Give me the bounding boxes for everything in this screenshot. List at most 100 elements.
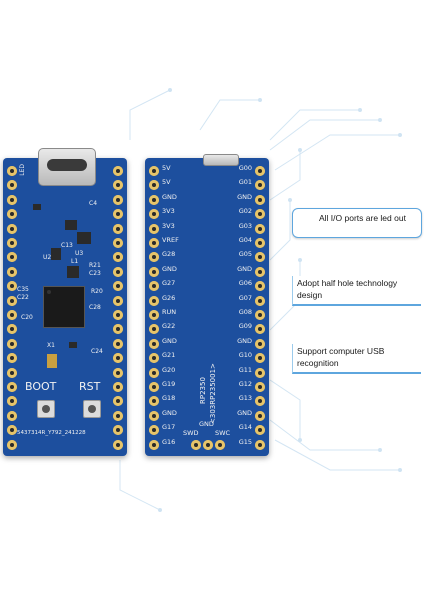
castellated-pad bbox=[7, 266, 17, 277]
castellated-pad bbox=[255, 223, 265, 234]
castellated-pad bbox=[113, 223, 123, 234]
pin-label: 3V3 bbox=[162, 221, 175, 230]
castellated-pad bbox=[255, 180, 265, 191]
castellated-pad bbox=[113, 410, 123, 421]
pin-label: VREF bbox=[162, 236, 179, 244]
pin-label: GND bbox=[162, 192, 177, 201]
pin-label: G05 bbox=[238, 250, 252, 259]
castellated-pad bbox=[255, 425, 265, 436]
castellated-pad bbox=[7, 166, 17, 176]
rst-label: RST bbox=[79, 380, 101, 393]
pin-label: 5V bbox=[162, 178, 171, 187]
callout-usb-recognition-text: Support computer USB recognition bbox=[297, 346, 385, 368]
castellated-pad bbox=[113, 324, 123, 335]
pin-label: G26 bbox=[162, 293, 176, 302]
castellated-pad bbox=[255, 439, 265, 450]
bottom-swc-label: SWC bbox=[215, 429, 231, 437]
castellated-pad bbox=[255, 252, 265, 263]
component bbox=[77, 232, 91, 244]
castellated-pad bbox=[113, 382, 123, 392]
component bbox=[69, 342, 77, 348]
castellated-pad bbox=[113, 310, 123, 320]
component bbox=[33, 204, 41, 210]
boot-button[interactable] bbox=[37, 400, 55, 418]
u2-label: U2 bbox=[43, 254, 52, 261]
castellated-pad bbox=[149, 338, 159, 349]
pin-label: G08 bbox=[238, 308, 252, 316]
pcb-front-board: LED C4 C13 U3 U2 L1 R21 C23 C35 C22 R20 … bbox=[3, 148, 127, 456]
boot-label: BOOT bbox=[25, 380, 57, 393]
serial-number: 5437314R_Y792_241228 bbox=[17, 430, 86, 436]
castellated-pad bbox=[7, 338, 17, 349]
c4-label: C4 bbox=[89, 200, 98, 207]
castellated-pad bbox=[255, 353, 265, 364]
pin-label: G19 bbox=[162, 380, 176, 388]
pin-label: G16 bbox=[162, 437, 176, 446]
castellated-pad bbox=[149, 396, 159, 407]
castellated-pad bbox=[149, 382, 159, 392]
component bbox=[67, 266, 79, 278]
castellated-pad bbox=[113, 238, 123, 248]
rp2350-chip bbox=[43, 286, 85, 328]
pin-label: G04 bbox=[238, 236, 252, 244]
reset-button[interactable] bbox=[83, 400, 101, 418]
pin-label: GND bbox=[162, 336, 177, 345]
castellated-pad bbox=[113, 439, 123, 450]
pin-label: GND bbox=[237, 408, 252, 417]
c24-label: C24 bbox=[91, 348, 103, 355]
castellated-pad bbox=[7, 382, 17, 392]
led-label: LED bbox=[19, 164, 26, 176]
component bbox=[51, 248, 61, 260]
castellated-pad bbox=[113, 425, 123, 436]
castellated-pad bbox=[255, 396, 265, 407]
castellated-pad bbox=[7, 238, 17, 248]
castellated-pad bbox=[149, 166, 159, 176]
castellated-pad bbox=[255, 281, 265, 292]
castellated-pad bbox=[149, 281, 159, 292]
pin-label: GND bbox=[237, 336, 252, 345]
castellated-pad bbox=[113, 353, 123, 364]
castellated-pad bbox=[7, 180, 17, 191]
usb-c-connector-back bbox=[203, 154, 239, 166]
castellated-pad bbox=[149, 324, 159, 335]
pin-label: GND bbox=[162, 264, 177, 273]
castellated-pad bbox=[113, 281, 123, 292]
bottom-gnd-label: GND bbox=[199, 420, 214, 428]
component bbox=[65, 220, 77, 230]
pin-label: G02 bbox=[238, 207, 252, 216]
castellated-pad bbox=[7, 194, 17, 205]
castellated-pad bbox=[113, 338, 123, 349]
castellated-pad bbox=[7, 425, 17, 436]
pin-label: GND bbox=[162, 408, 177, 417]
c22-label: C22 bbox=[17, 294, 29, 301]
castellated-pad bbox=[255, 367, 265, 378]
castellated-pad bbox=[149, 194, 159, 205]
chip-code: <303RP235001> bbox=[209, 363, 217, 424]
pin-label: G12 bbox=[238, 380, 252, 388]
castellated-pad bbox=[113, 209, 123, 220]
callout-half-hole: Adopt half hole technology design bbox=[292, 276, 421, 306]
castellated-pad bbox=[255, 295, 265, 306]
pin-label: G07 bbox=[238, 293, 252, 302]
c35-label: C35 bbox=[17, 286, 29, 293]
pin-label: G17 bbox=[162, 423, 176, 432]
castellated-pad bbox=[149, 310, 159, 320]
pin-label: G21 bbox=[162, 351, 176, 360]
castellated-pad bbox=[149, 367, 159, 378]
castellated-pad bbox=[255, 324, 265, 335]
pin-label: G06 bbox=[238, 279, 252, 288]
castellated-pad bbox=[113, 295, 123, 306]
callout-half-hole-text: Adopt half hole technology design bbox=[297, 278, 398, 300]
left-pad-column bbox=[6, 162, 18, 452]
castellated-pad bbox=[255, 238, 265, 248]
castellated-pad bbox=[7, 439, 17, 450]
pin-label: RUN bbox=[162, 308, 177, 316]
castellated-pad bbox=[149, 252, 159, 263]
castellated-pad bbox=[149, 439, 159, 450]
castellated-pad bbox=[7, 367, 17, 378]
chip-marking: RP2350 <303RP235001> bbox=[199, 344, 229, 424]
u3-label: U3 bbox=[75, 250, 84, 257]
castellated-pad bbox=[149, 238, 159, 248]
c23-label: C23 bbox=[89, 270, 101, 277]
